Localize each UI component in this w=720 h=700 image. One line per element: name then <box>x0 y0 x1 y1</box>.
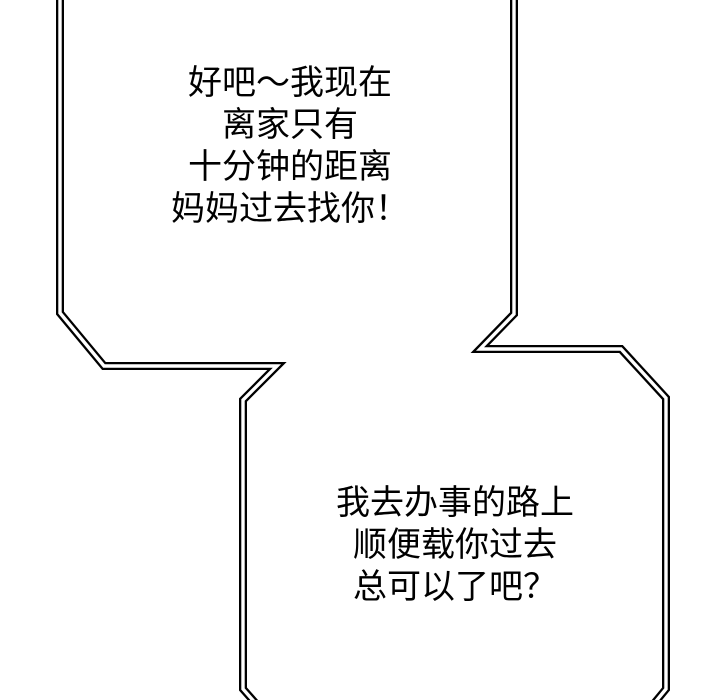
top-bubble-text: 好吧～我现在 离家只有 十分钟的距离 妈妈过去找你！ <box>90 62 490 230</box>
speech-line: 我去办事的路上 <box>336 484 574 522</box>
speech-line: 总可以了吧？ <box>353 568 557 606</box>
bottom-bubble-text: 我去办事的路上 顺便载你过去 总可以了吧？ <box>255 482 655 608</box>
speech-line: 妈妈过去找你！ <box>171 190 409 228</box>
speech-line: 好吧～我现在 <box>188 64 392 102</box>
speech-line: 离家只有 <box>222 106 358 144</box>
bubble-union-inner-line <box>58 0 668 700</box>
speech-line: 顺便载你过去 <box>353 526 557 564</box>
speech-line: 十分钟的距离 <box>188 148 392 186</box>
